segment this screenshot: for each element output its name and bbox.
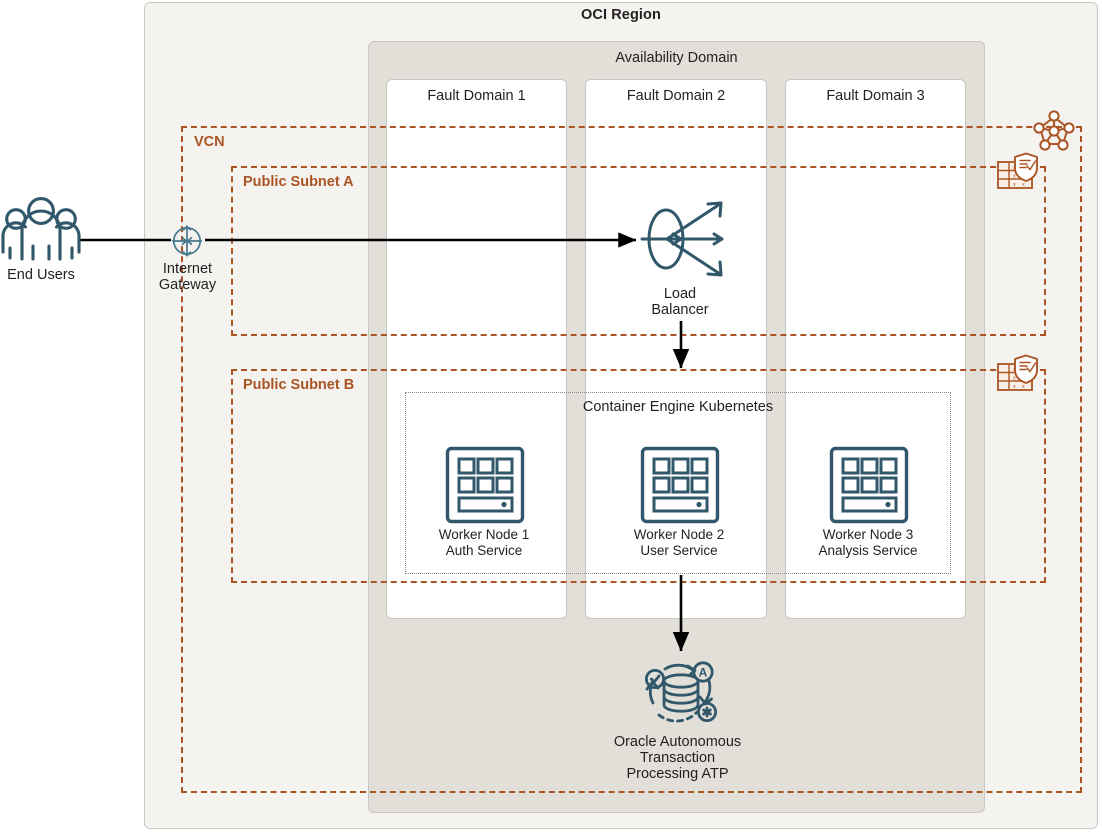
svg-text:x: x bbox=[1013, 174, 1016, 180]
fault-domain-1-title: Fault Domain 1 bbox=[427, 88, 526, 104]
svg-text:x: x bbox=[1013, 376, 1016, 382]
worker-node-3-label: Worker Node 3 Analysis Service bbox=[818, 527, 918, 558]
worker-node-1: Worker Node 1 Auth Service bbox=[399, 446, 569, 558]
public-subnet-a-boundary bbox=[231, 166, 1046, 336]
end-users-label: End Users bbox=[7, 267, 75, 283]
security-list-a-icon: xx xx bbox=[996, 148, 1044, 194]
svg-text:x: x bbox=[1022, 182, 1025, 188]
worker-node-3: Worker Node 3 Analysis Service bbox=[783, 446, 953, 558]
route-table-icon bbox=[1032, 110, 1076, 152]
vcn-boundary bbox=[181, 126, 1082, 793]
security-list-b-icon: xx xx bbox=[996, 350, 1044, 396]
container-engine-kubernetes-title: Container Engine Kubernetes bbox=[582, 399, 774, 415]
autonomous-database-icon: A bbox=[635, 655, 727, 733]
svg-text:x: x bbox=[1022, 384, 1025, 390]
worker-node-2-label: Worker Node 2 User Service bbox=[633, 527, 725, 558]
internet-gateway-label: Internet Gateway bbox=[158, 261, 217, 293]
internet-gateway-icon bbox=[171, 225, 203, 257]
svg-text:x: x bbox=[1013, 182, 1016, 188]
vcn-label: VCN bbox=[194, 134, 225, 150]
fault-domain-2-title: Fault Domain 2 bbox=[626, 88, 726, 104]
availability-domain-title: Availability Domain bbox=[615, 50, 738, 66]
oci-region-title: OCI Region bbox=[581, 7, 661, 23]
worker-node-1-label: Worker Node 1 Auth Service bbox=[438, 527, 530, 558]
load-balancer-label: Load Balancer bbox=[651, 286, 709, 318]
svg-text:A: A bbox=[699, 666, 708, 680]
autonomous-database-label: Oracle Autonomous Transaction Processing… bbox=[613, 734, 742, 782]
public-subnet-b-label: Public Subnet B bbox=[243, 377, 355, 393]
public-subnet-b-boundary bbox=[231, 369, 1046, 583]
load-balancer-icon bbox=[640, 196, 728, 282]
container-engine-kubernetes-boundary bbox=[405, 392, 951, 574]
fault-domain-3-container bbox=[785, 79, 966, 619]
svg-text:x: x bbox=[1013, 384, 1016, 390]
fault-domain-1-container bbox=[386, 79, 567, 619]
public-subnet-a-label: Public Subnet A bbox=[243, 174, 354, 190]
end-users-icon bbox=[0, 196, 82, 262]
worker-node-2: Worker Node 2 User Service bbox=[594, 446, 764, 558]
fault-domain-3-title: Fault Domain 3 bbox=[826, 88, 925, 104]
